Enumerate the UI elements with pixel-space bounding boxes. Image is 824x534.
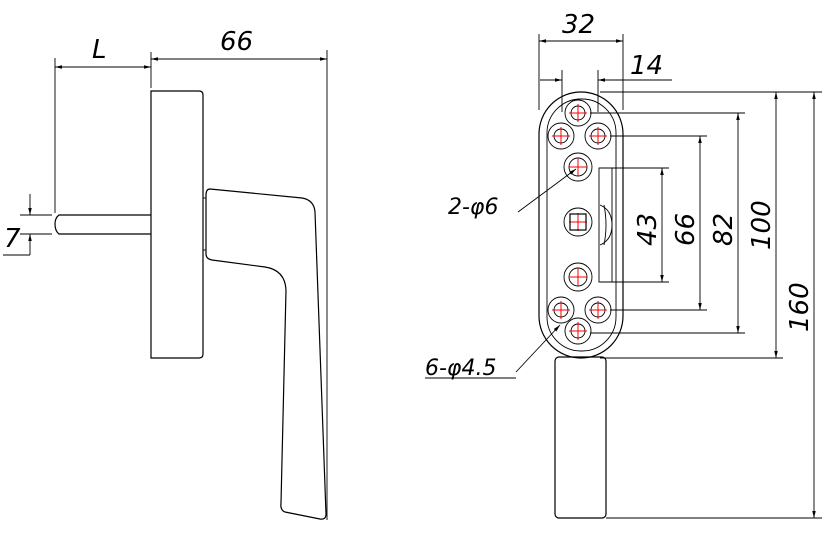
- dim-spindle-size: 7: [4, 224, 21, 254]
- dim-width: 32: [562, 10, 595, 40]
- spindle: [54, 214, 151, 235]
- spindle-square: [569, 213, 587, 231]
- rose-plate-side: [150, 90, 204, 359]
- center-mounting-hole: [563, 207, 593, 237]
- side-view: L 66 7: [3, 27, 328, 520]
- label-small-holes: 6-φ4.5: [425, 356, 496, 381]
- dim-43: 43: [633, 213, 663, 246]
- rose-plate-outer: [538, 91, 624, 359]
- small-mounting-hole: [547, 296, 575, 324]
- dim-100: 100: [747, 200, 777, 250]
- dim-82: 82: [709, 213, 739, 246]
- dim-depth: 66: [220, 27, 253, 57]
- small-mounting-hole: [564, 317, 592, 345]
- dim-spindle-length: L: [92, 35, 107, 65]
- dim-66: 66: [671, 213, 701, 246]
- lever-slot: [598, 167, 613, 283]
- dim-160: 160: [785, 282, 815, 332]
- small-mounting-hole: [547, 122, 575, 150]
- large-mounting-hole: [563, 152, 593, 182]
- handle-lever-side: [205, 188, 327, 520]
- handle-lever-front: [554, 356, 607, 519]
- dim-hole-spacing: 14: [630, 51, 663, 81]
- small-mounting-hole: [564, 99, 592, 127]
- large-mounting-hole: [563, 262, 593, 292]
- small-mounting-hole: [584, 296, 612, 324]
- label-large-holes: 2-φ6: [448, 195, 498, 220]
- rose-plate-inner: [546, 98, 617, 352]
- small-mounting-hole: [584, 122, 612, 150]
- front-view: 43 66 82 100 160 32 14 2-φ6 6-φ4.5: [425, 10, 822, 519]
